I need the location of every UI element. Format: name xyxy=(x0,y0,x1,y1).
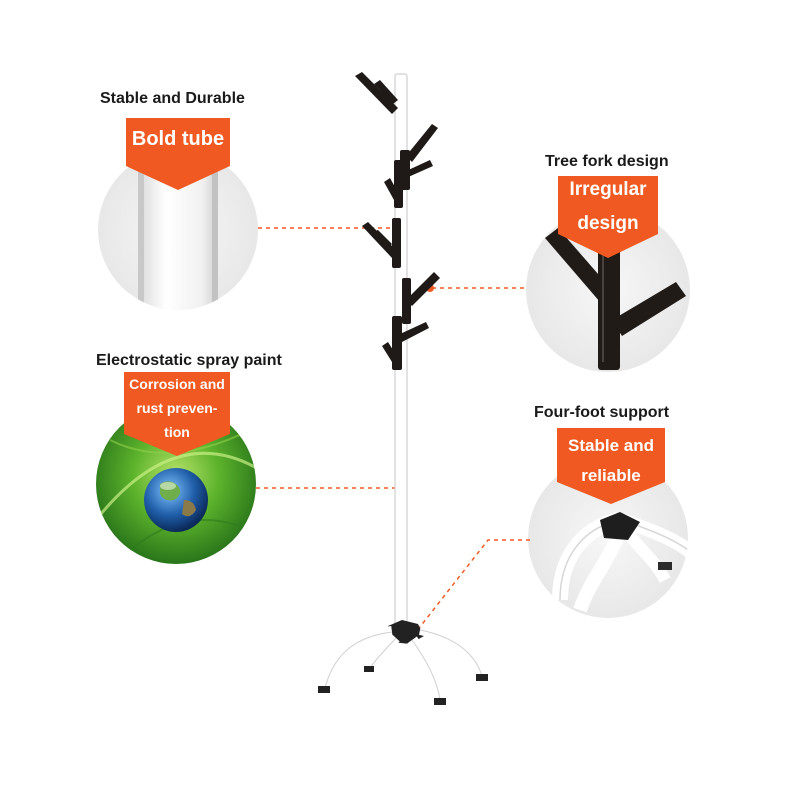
foot-banner: Stable and reliable xyxy=(557,428,665,504)
fork-banner-line2: design xyxy=(577,212,639,234)
paint-heading: Electrostatic spray paint xyxy=(96,352,282,369)
fork-heading: Tree fork design xyxy=(545,153,669,170)
tube-detail-circle xyxy=(98,150,258,310)
paint-detail-circle xyxy=(96,404,256,564)
fork-detail-circle xyxy=(526,208,690,372)
fork-banner-line1: Irregular xyxy=(569,179,647,200)
tube-heading: Stable and Durable xyxy=(100,90,245,107)
globe-icon xyxy=(144,468,208,532)
fork-banner: Irregular design xyxy=(558,176,658,258)
foot-banner-line2: reliable xyxy=(581,465,641,485)
tree-fork-branches xyxy=(355,72,440,370)
paint-banner: Corrosion and rust preven- tion xyxy=(124,372,230,456)
tube-banner: Bold tube xyxy=(126,118,230,190)
foot-detail-circle xyxy=(528,458,688,618)
leader-lines xyxy=(256,227,530,633)
foot-banner-line1: Stable and xyxy=(568,436,654,455)
coat-rack xyxy=(318,72,488,705)
foot-heading: Four-foot support xyxy=(534,404,670,421)
paint-banner-line2: rust preven- xyxy=(136,400,218,417)
paint-banner-line3: tion xyxy=(164,424,190,441)
tube-banner-text: Bold tube xyxy=(131,128,225,150)
paint-banner-line1: Corrosion and xyxy=(129,376,225,392)
